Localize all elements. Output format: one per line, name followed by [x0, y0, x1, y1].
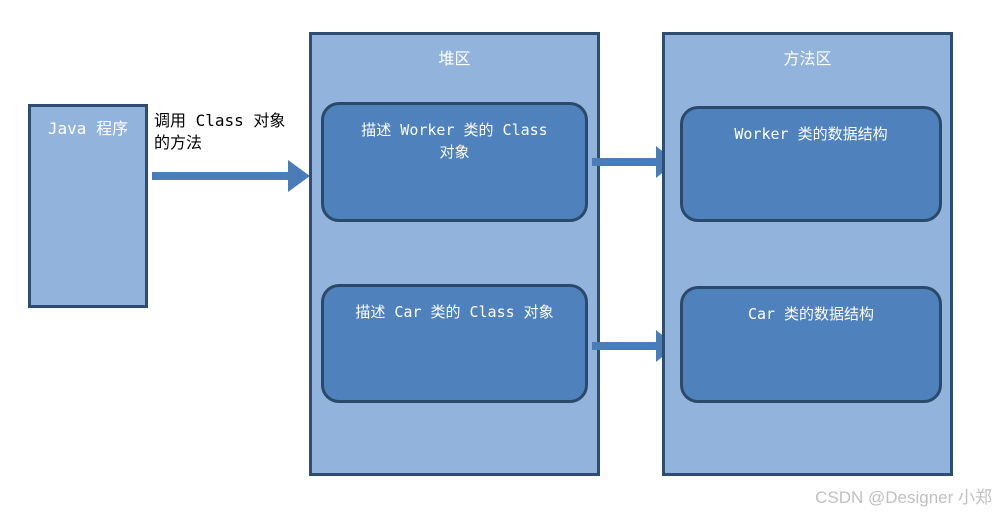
call-arrow-shaft	[152, 172, 290, 180]
arrow-shaft	[592, 342, 658, 350]
call-arrow	[152, 160, 310, 192]
java-program-label: Java 程序	[47, 119, 129, 138]
method-node-worker-label: Worker 类的数据结构	[734, 125, 888, 143]
java-program-box: Java 程序	[28, 104, 148, 308]
method-node-worker: Worker 类的数据结构	[680, 106, 942, 222]
heap-area-container: 堆区 描述 Worker 类的 Class 对象 描述 Car 类的 Class…	[309, 32, 600, 476]
arrow-shaft	[592, 158, 658, 166]
heap-node-worker-label: 描述 Worker 类的 Class 对象	[361, 121, 548, 161]
right-arrowhead-icon	[288, 160, 310, 192]
heap-node-car: 描述 Car 类的 Class 对象	[321, 284, 588, 403]
method-node-car: Car 类的数据结构	[680, 286, 942, 403]
heap-node-car-label: 描述 Car 类的 Class 对象	[355, 303, 554, 321]
heap-node-worker: 描述 Worker 类的 Class 对象	[321, 102, 588, 222]
method-area-title: 方法区	[783, 49, 832, 68]
heap-area-title: 堆区	[438, 49, 471, 68]
method-node-car-label: Car 类的数据结构	[747, 305, 875, 323]
call-arrow-label: 调用 Class 对象的方法	[154, 111, 286, 152]
method-area-container: 方法区 Worker 类的数据结构 Car 类的数据结构	[662, 32, 953, 476]
csdn-watermark: CSDN @Designer 小郑	[815, 488, 992, 507]
